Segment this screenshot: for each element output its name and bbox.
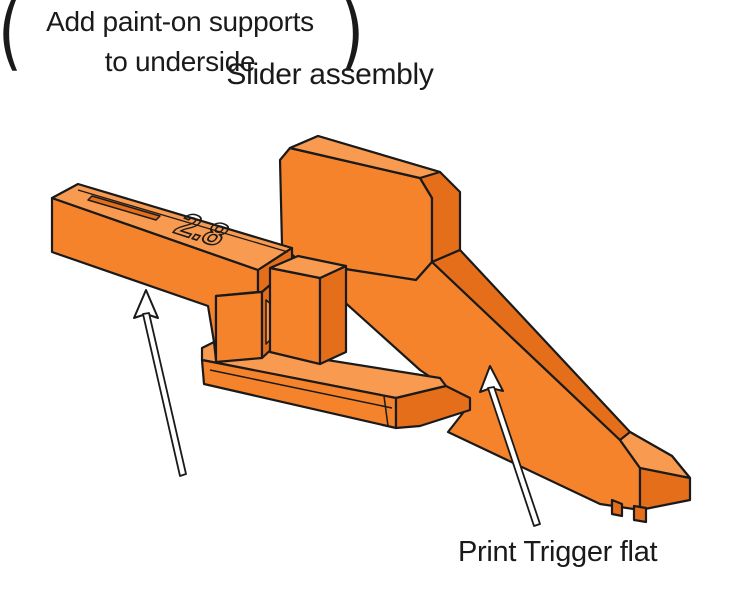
note-line-2: to underside — [104, 46, 256, 77]
arrow-supports — [133, 289, 187, 477]
trigger-foot — [610, 498, 648, 524]
post-top — [268, 254, 348, 280]
slider-part — [50, 134, 692, 524]
rail-groove — [383, 395, 389, 427]
trigger-callout: Print Trigger flat — [458, 536, 658, 568]
slider-top-edge — [77, 189, 289, 253]
note-close-paren: ) — [340, 0, 364, 80]
diagram-title: Slider assembly — [226, 58, 434, 91]
supports-note: ( Add paint-on supports to underside ) — [0, 0, 370, 90]
post-side — [318, 264, 348, 366]
arrow-trigger — [479, 365, 541, 527]
rail-groove — [209, 369, 393, 409]
note-line-1: Add paint-on supports — [46, 6, 314, 37]
post-front — [268, 266, 322, 366]
rail-end — [394, 384, 472, 430]
slider-slot — [87, 195, 161, 221]
arrow-trigger-shaft — [487, 386, 541, 527]
trigger-paddle-top — [288, 134, 442, 180]
note-open-paren: ( — [0, 0, 22, 80]
arrow-supports-shaft — [142, 312, 187, 477]
slider-block-front — [214, 290, 264, 364]
trigger-arm-top — [618, 430, 692, 480]
